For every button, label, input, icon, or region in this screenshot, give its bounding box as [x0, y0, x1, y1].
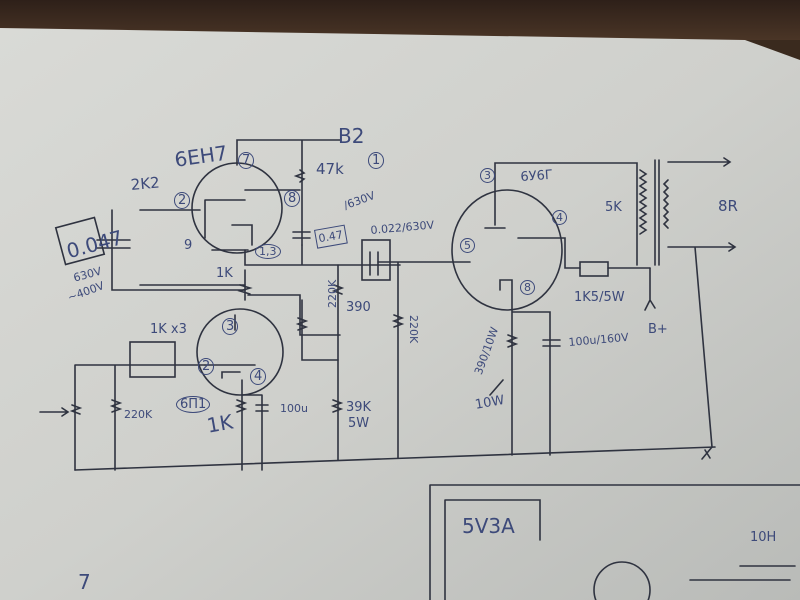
capacitor-047	[292, 231, 311, 239]
ot-secondary-winding	[662, 179, 670, 229]
label-39k: 39K	[346, 400, 372, 415]
resistor-39k	[330, 399, 344, 413]
label-220k-grid: 220K	[407, 315, 420, 344]
page-note: 7	[78, 570, 91, 594]
label-39k-power: 5W	[348, 416, 370, 431]
label-100u: 100u	[280, 402, 308, 415]
capacitor-100u-160v	[542, 339, 561, 347]
pin-3-6y6g: 3	[480, 168, 495, 183]
tube-6y6g-envelope	[451, 189, 563, 311]
pin-1-3: 1,3	[255, 244, 281, 259]
resistor-1k-cathode	[234, 399, 248, 413]
label-2k2: 2K2	[130, 173, 161, 194]
pin-8: 8	[284, 190, 301, 207]
rectifier-tube	[593, 561, 651, 600]
pin-3-6p1: 3	[222, 318, 239, 335]
label-47k: 47k	[316, 160, 344, 178]
pin-4-6y6g: 4	[552, 210, 567, 225]
tube-label-6p1: 6П1	[176, 396, 211, 413]
label-5k: 5K	[605, 200, 622, 215]
pin-7: 7	[238, 152, 255, 169]
label-1kx3: 1K x3	[150, 322, 187, 337]
pin-4-6p1: 4	[250, 368, 267, 385]
paper-sheet	[0, 28, 800, 600]
coupling-cap-box	[361, 239, 391, 281]
label-1k5: 1K5/5W	[574, 290, 625, 305]
pin-2: 2	[174, 192, 191, 209]
pin-9: 9	[184, 238, 193, 253]
label-390: 390	[346, 300, 371, 315]
label-1k-cathode: 1K	[205, 409, 235, 438]
resistor-1kx3-box	[129, 341, 176, 378]
ground-symbol	[701, 446, 713, 460]
label-10h: 10H	[750, 530, 777, 545]
resistor-390	[331, 264, 345, 461]
capacitor-0022	[369, 251, 379, 276]
power-supply-box	[429, 484, 800, 600]
pin-8-6y6g: 8	[520, 280, 535, 295]
capacitor-box	[54, 216, 106, 266]
label-1k-top: 1K	[216, 266, 233, 281]
resistor-220k-grid	[377, 261, 471, 459]
pin-5-6y6g: 5	[460, 238, 475, 253]
label-8r: 8R	[718, 197, 738, 215]
label-b2: B2	[338, 124, 365, 148]
capacitor-100u	[255, 404, 269, 412]
transformer-core	[654, 159, 660, 266]
resistor-47k	[293, 169, 306, 183]
resistor-220k-in	[109, 399, 123, 413]
ot-primary-winding	[638, 169, 648, 235]
label-b-plus: B+	[648, 322, 668, 337]
input-arrow	[39, 407, 70, 417]
resistor-390-10w	[505, 334, 519, 348]
label-5v3a: 5V3A	[462, 514, 515, 538]
resistor-220k-mid	[295, 299, 339, 361]
tube-6p1-envelope	[196, 308, 284, 396]
tube-label-6y6g: 6У6Г	[520, 167, 554, 185]
marker-1: 1	[368, 152, 385, 169]
ground-rail	[74, 446, 716, 471]
label-220k-mid: 220K	[326, 279, 339, 308]
resistor-1k5	[579, 261, 609, 277]
potentiometer	[69, 404, 83, 415]
b-plus-terminal	[644, 267, 656, 311]
label-220k-in: 220K	[124, 408, 153, 421]
pin-2-6p1: 2	[198, 358, 215, 375]
